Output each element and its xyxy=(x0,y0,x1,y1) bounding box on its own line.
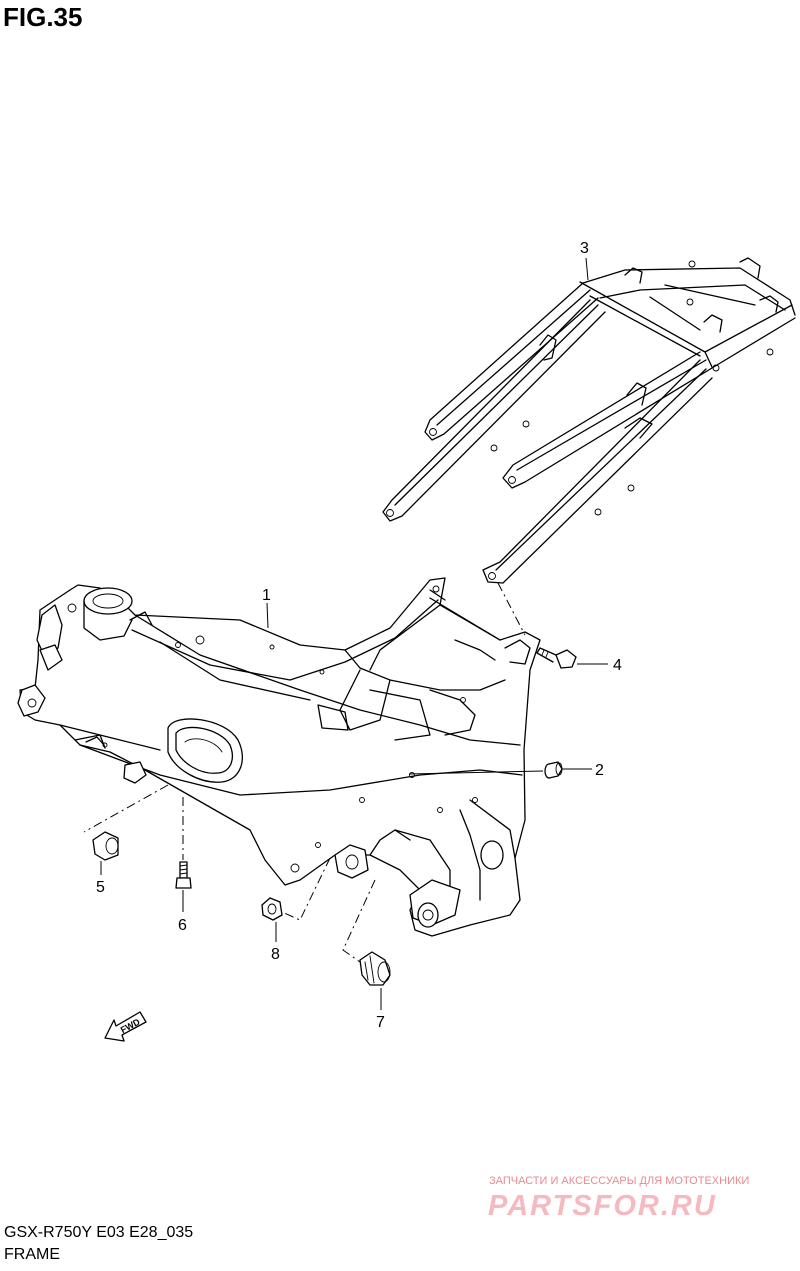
model-code: GSX-R750Y E03 E28_035 xyxy=(4,1224,194,1241)
callout-5: 5 xyxy=(96,879,105,896)
assembly-line-cap xyxy=(83,784,169,833)
callout-7: 7 xyxy=(376,1014,385,1031)
seat-rail-drawing xyxy=(382,257,796,584)
main-frame-drawing xyxy=(17,577,541,937)
assembly-line-seat-rail xyxy=(497,582,526,636)
callout-3: 3 xyxy=(580,240,589,257)
nut-part xyxy=(261,897,283,921)
plug-part xyxy=(544,761,563,779)
screw-part xyxy=(175,861,192,889)
assembly-line-bushing xyxy=(342,879,376,963)
fwd-arrow-icon: FWD xyxy=(104,1011,147,1042)
leader-lines xyxy=(100,257,608,1010)
watermark-tagline: ЗАПЧАСТИ И АКСЕССУАРЫ ДЛЯ МОТОТЕХНИКИ xyxy=(489,1175,750,1187)
callout-8: 8 xyxy=(271,946,280,963)
section-name: FRAME xyxy=(4,1246,60,1263)
cap-part xyxy=(92,831,119,861)
callout-6: 6 xyxy=(178,917,187,934)
watermark-logo: PARTSFOR.RU xyxy=(488,1190,717,1222)
callout-2: 2 xyxy=(595,762,604,779)
callout-4: 4 xyxy=(613,657,622,674)
callout-1: 1 xyxy=(262,587,271,604)
bolt-part xyxy=(536,647,577,669)
bushing-part xyxy=(359,951,391,986)
assembly-line-nut xyxy=(281,857,331,921)
figure-title: FIG.35 xyxy=(3,2,83,32)
